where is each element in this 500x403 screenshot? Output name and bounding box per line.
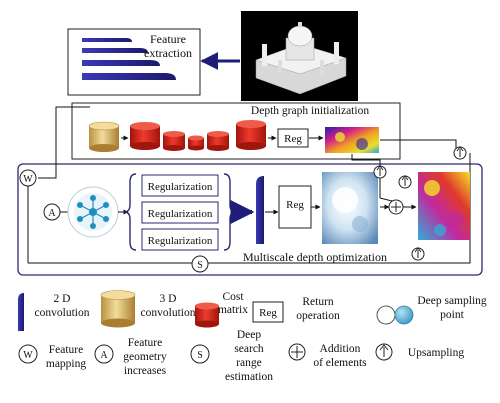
legend-reg-label: Reg [259, 307, 277, 319]
legend-sampling-label-2: point [440, 309, 464, 321]
feature-extraction-label-1: Feature [150, 32, 186, 46]
deep-search-symbol: S [197, 260, 203, 271]
conv3d-cylinder-top [88, 121, 120, 152]
input-3d-model-image [241, 11, 358, 101]
cost-matrix-cylinders [130, 120, 266, 151]
feature-geometry-node: A [43, 203, 61, 221]
feature-geometry-symbol: A [48, 208, 56, 219]
feature-to-mapping-line [38, 106, 90, 179]
legend-deep-search-label-2: search [234, 343, 264, 355]
feature-extraction-box: Feature extraction [67, 28, 201, 96]
feature-bar-1 [82, 38, 132, 42]
legend-cost-matrix-icon [195, 302, 219, 328]
reg-box-top [277, 128, 309, 148]
legend-addition-label-1: Addition [320, 343, 361, 355]
feature-bar-2 [82, 48, 148, 53]
legend-deep-search-label-3: range [236, 357, 262, 369]
network-icon [67, 186, 119, 238]
legend-feature-mapping-label-2: mapping [46, 358, 86, 370]
legend-conv3d-label-2: convolution [141, 307, 196, 319]
feature-mapping-symbol: W [23, 174, 33, 185]
refined-depth-map [322, 172, 378, 244]
upsampling-node-2 [398, 175, 412, 189]
legend-conv2d-label-2: convolution [35, 307, 90, 319]
legend-upsampling-icon [375, 343, 393, 361]
legend-reg-icon [252, 301, 284, 323]
legend-return-label-2: operation [296, 310, 340, 322]
multiscale-frame [17, 163, 483, 276]
feature-bar-4 [82, 73, 176, 80]
legend-conv3d-label-1: 3 D [160, 293, 177, 305]
addition-node [388, 199, 404, 215]
regularization-label-1: Regularization [148, 181, 213, 193]
initial-depth-map [325, 127, 379, 153]
feature-bar-3 [82, 60, 160, 66]
legend: 2 D convolution 3 D convolution Cost mat… [18, 290, 487, 383]
legend-w-symbol: W [23, 350, 33, 361]
reg-label-top: Reg [284, 133, 302, 145]
regularization-box-3: Regularization [141, 228, 219, 251]
depth-graph-title: Depth graph initialization [251, 105, 369, 117]
conv2d-bar [256, 176, 264, 244]
legend-deep-search-label-4: estimation [225, 371, 273, 383]
cost-cylinder-3 [188, 135, 204, 151]
feature-mapping-node: W [19, 169, 37, 187]
legend-w-icon [18, 344, 38, 364]
regularization-label-3: Regularization [148, 235, 213, 247]
legend-conv3d-icon [100, 290, 136, 328]
legend-upsampling-label: Upsampling [408, 347, 464, 359]
regularization-box-2: Regularization [141, 201, 219, 224]
deep-search-node: S [191, 255, 209, 273]
cost-cylinder-2 [163, 131, 185, 151]
final-depth-map [418, 172, 470, 240]
legend-addition-icon [288, 343, 306, 361]
regularization-box-1: Regularization [141, 174, 219, 197]
legend-sampling-white-icon [376, 305, 396, 325]
legend-cost-matrix-label-2: matrix [218, 304, 248, 316]
legend-a-symbol: A [100, 350, 108, 361]
legend-return-label-1: Return [302, 296, 334, 308]
legend-feature-geometry-label-3: increases [124, 365, 167, 377]
legend-conv2d-icon [18, 293, 24, 331]
cost-cylinder-5 [236, 120, 266, 150]
legend-a-icon [94, 344, 114, 364]
feature-extraction-label-2: extraction [144, 46, 192, 60]
upsampling-node-1 [373, 165, 387, 179]
upsampling-node-3 [453, 146, 467, 160]
legend-sampling-blue-icon [394, 305, 414, 325]
legend-s-icon [190, 344, 210, 364]
upsampling-node-4 [411, 247, 425, 261]
regularization-label-2: Regularization [148, 208, 213, 220]
depth-graph-initialization-box: Depth graph initialization Reg [71, 102, 401, 160]
cost-cylinder-1 [130, 122, 160, 150]
legend-sampling-label-1: Deep sampling [417, 295, 487, 307]
legend-cost-matrix-label-1: Cost [222, 291, 244, 303]
left-brace [123, 173, 137, 251]
legend-feature-geometry-label-2: geometry [123, 351, 167, 363]
multiscale-title: Multiscale depth optimization [243, 250, 387, 264]
legend-feature-geometry-label-1: Feature [128, 337, 162, 349]
legend-conv2d-label-1: 2 D [54, 293, 71, 305]
right-brace [223, 173, 237, 251]
legend-addition-label-2: of elements [313, 357, 367, 369]
legend-deep-search-label-1: Deep [237, 329, 262, 341]
legend-feature-mapping-label-1: Feature [49, 344, 83, 356]
cost-cylinder-4 [207, 131, 229, 151]
legend-s-symbol: S [197, 350, 203, 361]
reg-label-mid: Reg [286, 199, 304, 211]
